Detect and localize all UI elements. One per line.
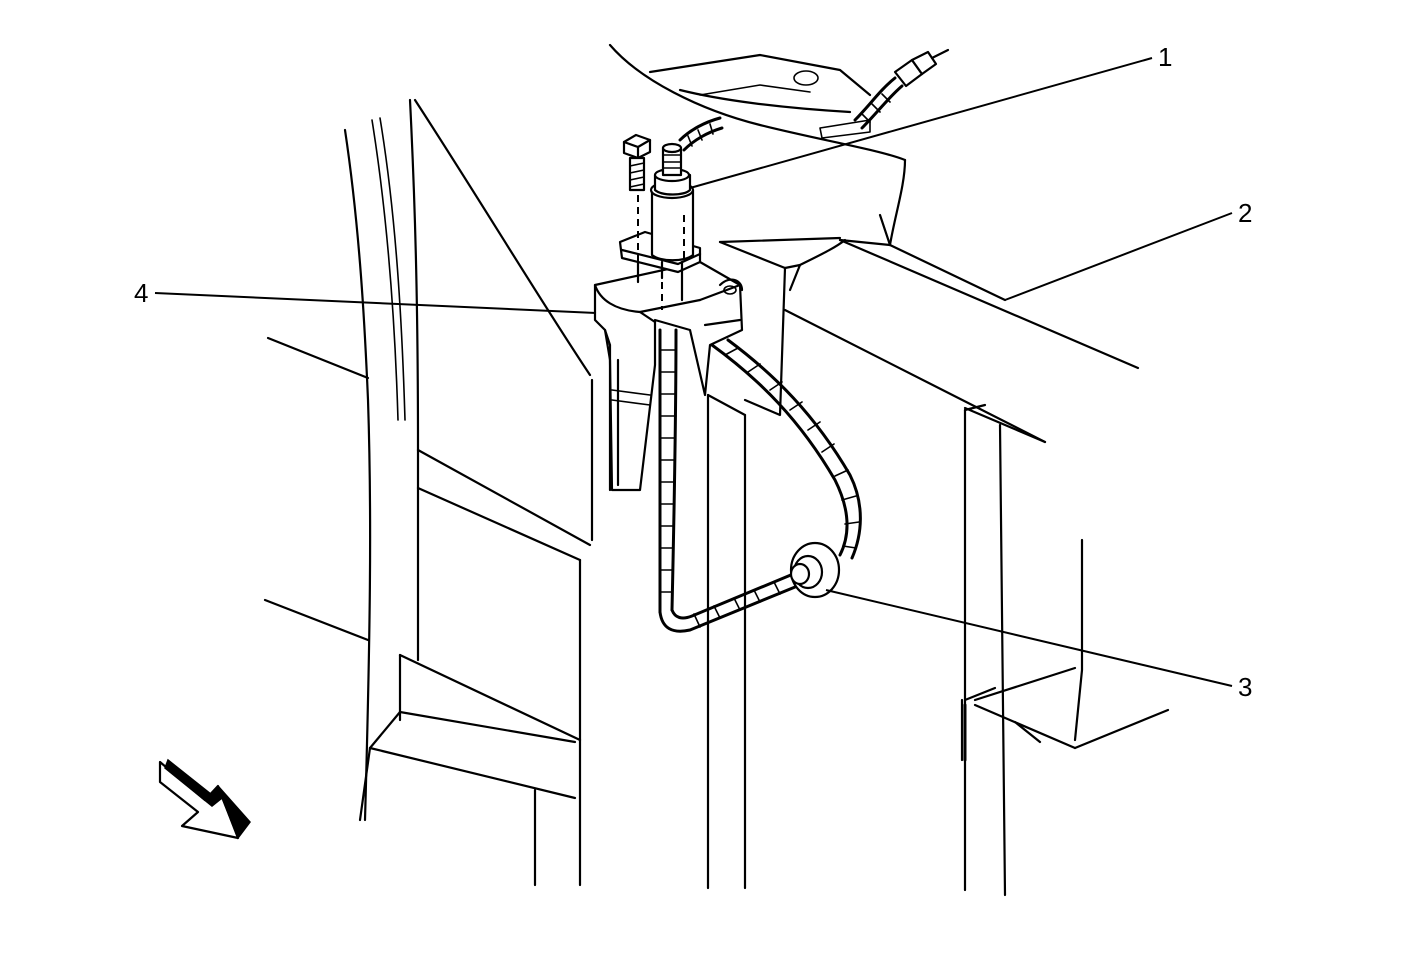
callout-4: 4: [134, 278, 148, 308]
leader-4: [154, 292, 597, 314]
cable-grommet: [789, 541, 841, 599]
leader-2: [1004, 212, 1233, 301]
callout-1: 1: [1158, 42, 1172, 72]
view-direction-arrow-icon: [158, 758, 251, 840]
callout-labels: 1 2 3 4: [134, 42, 1252, 702]
leader-1: [689, 57, 1153, 189]
body-structure: [263, 43, 1170, 897]
callout-3: 3: [1238, 672, 1252, 702]
callout-2: 2: [1238, 198, 1252, 228]
leader-3: [825, 589, 1233, 687]
antenna-mast-base: [618, 142, 702, 310]
callout-leaders: [154, 57, 1233, 687]
mounting-bolt: [622, 133, 652, 192]
antenna-cable: [658, 48, 950, 633]
antenna-mounting-bracket: [593, 260, 744, 492]
